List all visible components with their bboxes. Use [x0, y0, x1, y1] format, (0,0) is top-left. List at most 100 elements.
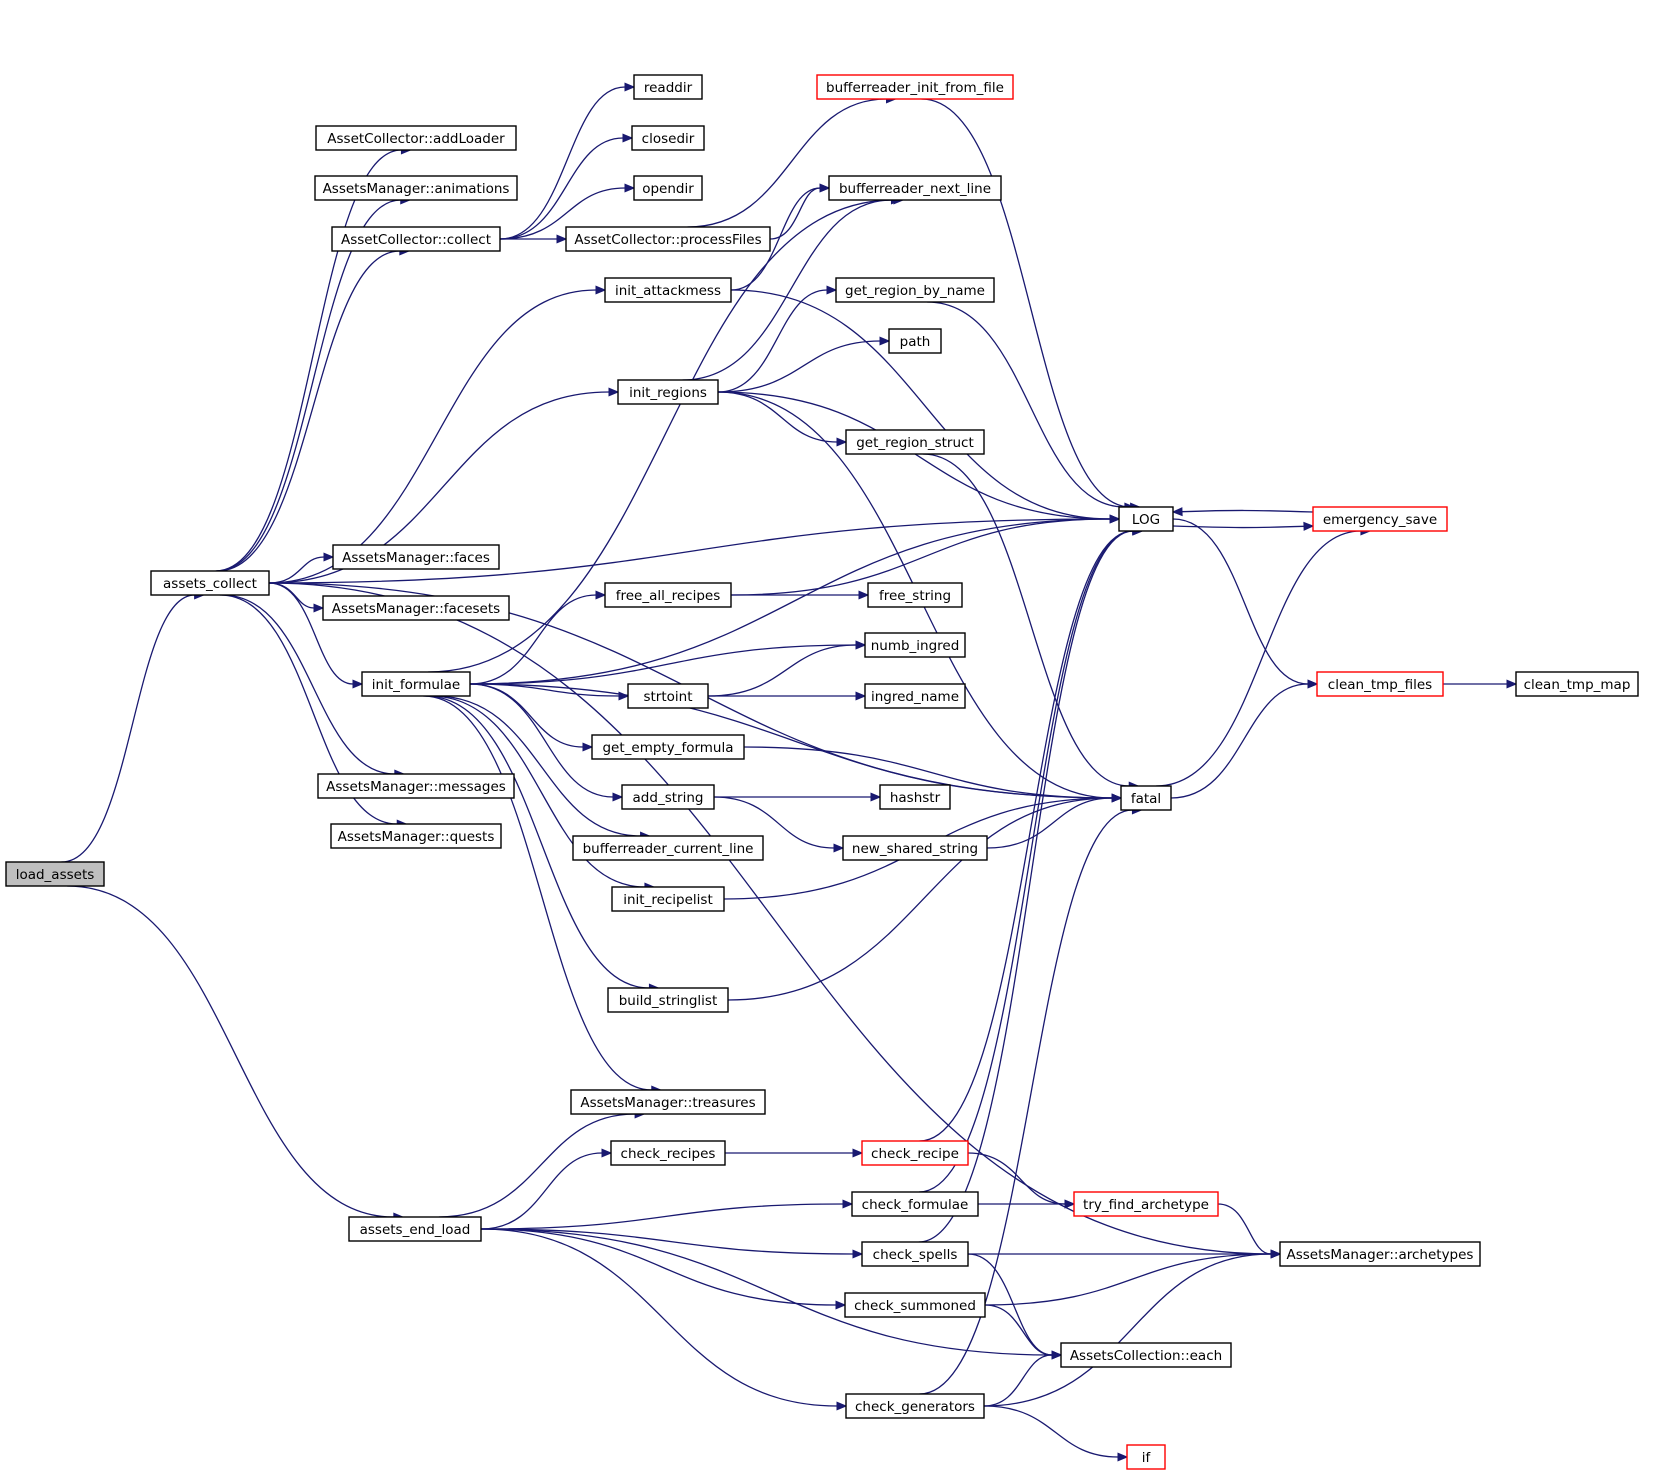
node-box-strtoint[interactable] — [627, 683, 709, 709]
node-box-numb_ingred[interactable] — [864, 632, 966, 658]
node-LOG[interactable]: LOG — [1118, 506, 1174, 532]
node-strtoint[interactable]: strtoint — [627, 683, 709, 709]
node-bufferreader_next_line[interactable]: bufferreader_next_line — [828, 175, 1002, 201]
node-readdir[interactable]: readdir — [633, 74, 703, 100]
node-box-init_regions[interactable] — [617, 379, 719, 405]
node-processFiles[interactable]: AssetCollector::processFiles — [565, 226, 771, 252]
node-get_empty_formula[interactable]: get_empty_formula — [591, 734, 745, 760]
node-box-each[interactable] — [1060, 1342, 1232, 1368]
node-box-assets_end_load[interactable] — [348, 1216, 482, 1242]
node-get_region_struct[interactable]: get_region_struct — [845, 429, 985, 455]
node-box-check_summoned[interactable] — [844, 1292, 986, 1318]
node-box-check_recipe[interactable] — [861, 1140, 969, 1166]
node-box-animations[interactable] — [314, 175, 518, 201]
node-check_spells[interactable]: check_spells — [861, 1241, 969, 1267]
node-box-facesets[interactable] — [322, 595, 510, 621]
node-box-free_all_recipes[interactable] — [604, 582, 732, 608]
node-load_assets[interactable]: load_assets — [5, 861, 105, 887]
node-check_formulae[interactable]: check_formulae — [851, 1191, 979, 1217]
node-addLoader[interactable]: AssetCollector::addLoader — [315, 125, 517, 151]
node-collect[interactable]: AssetCollector::collect — [331, 226, 501, 252]
node-box-clean_tmp_map[interactable] — [1515, 671, 1639, 697]
node-box-check_spells[interactable] — [861, 1241, 969, 1267]
node-path[interactable]: path — [888, 328, 942, 354]
node-get_region_by_name[interactable]: get_region_by_name — [835, 277, 995, 303]
node-box-get_region_struct[interactable] — [845, 429, 985, 455]
node-check_recipes[interactable]: check_recipes — [610, 1140, 726, 1166]
node-box-check_formulae[interactable] — [851, 1191, 979, 1217]
node-clean_tmp_files[interactable]: clean_tmp_files — [1316, 671, 1444, 697]
node-box-opendir[interactable] — [633, 175, 703, 201]
node-animations[interactable]: AssetsManager::animations — [314, 175, 518, 201]
node-assets_end_load[interactable]: assets_end_load — [348, 1216, 482, 1242]
node-ingred_name[interactable]: ingred_name — [864, 683, 966, 709]
node-box-ingred_name[interactable] — [864, 683, 966, 709]
node-check_summoned[interactable]: check_summoned — [844, 1292, 986, 1318]
node-box-faces[interactable] — [332, 544, 500, 570]
node-box-hashstr[interactable] — [879, 784, 951, 810]
node-box-add_string[interactable] — [621, 784, 715, 810]
node-box-quests[interactable] — [330, 823, 502, 849]
node-box-bufferreader_next_line[interactable] — [828, 175, 1002, 201]
node-facesets[interactable]: AssetsManager::facesets — [322, 595, 510, 621]
node-box-readdir[interactable] — [633, 74, 703, 100]
node-emergency_save[interactable]: emergency_save — [1312, 506, 1448, 532]
node-init_recipelist[interactable]: init_recipelist — [611, 886, 725, 912]
node-hashstr[interactable]: hashstr — [879, 784, 951, 810]
node-box-bufferreader_init_from_file[interactable] — [816, 74, 1014, 100]
node-assets_collect[interactable]: assets_collect — [150, 570, 270, 596]
node-box-messages[interactable] — [317, 773, 515, 799]
node-box-free_string[interactable] — [867, 582, 963, 608]
node-try_find_archetype[interactable]: try_find_archetype — [1073, 1191, 1219, 1217]
node-box-emergency_save[interactable] — [1312, 506, 1448, 532]
node-check_generators[interactable]: check_generators — [845, 1393, 985, 1419]
node-opendir[interactable]: opendir — [633, 175, 703, 201]
node-box-init_recipelist[interactable] — [611, 886, 725, 912]
node-box-load_assets[interactable] — [5, 861, 105, 887]
node-quests[interactable]: AssetsManager::quests — [330, 823, 502, 849]
node-box-clean_tmp_files[interactable] — [1316, 671, 1444, 697]
node-free_string[interactable]: free_string — [867, 582, 963, 608]
node-init_formulae[interactable]: init_formulae — [361, 671, 471, 697]
node-box-archetypes[interactable] — [1279, 1241, 1481, 1267]
node-box-assets_collect[interactable] — [150, 570, 270, 596]
node-check_recipe[interactable]: check_recipe — [861, 1140, 969, 1166]
node-add_string[interactable]: add_string — [621, 784, 715, 810]
node-treasures[interactable]: AssetsManager::treasures — [570, 1089, 766, 1115]
node-free_all_recipes[interactable]: free_all_recipes — [604, 582, 732, 608]
node-build_stringlist[interactable]: build_stringlist — [607, 987, 729, 1013]
node-box-if[interactable] — [1126, 1444, 1166, 1470]
node-box-path[interactable] — [888, 328, 942, 354]
node-closedir[interactable]: closedir — [631, 125, 705, 151]
node-box-build_stringlist[interactable] — [607, 987, 729, 1013]
node-box-processFiles[interactable] — [565, 226, 771, 252]
node-bufferreader_current_line[interactable]: bufferreader_current_line — [572, 835, 764, 861]
node-box-get_empty_formula[interactable] — [591, 734, 745, 760]
node-box-closedir[interactable] — [631, 125, 705, 151]
node-box-new_shared_string[interactable] — [842, 835, 988, 861]
node-box-init_attackmess[interactable] — [604, 277, 732, 303]
node-box-collect[interactable] — [331, 226, 501, 252]
node-bufferreader_init_from_file[interactable]: bufferreader_init_from_file — [816, 74, 1014, 100]
node-faces[interactable]: AssetsManager::faces — [332, 544, 500, 570]
node-box-treasures[interactable] — [570, 1089, 766, 1115]
node-box-check_generators[interactable] — [845, 1393, 985, 1419]
node-init_regions[interactable]: init_regions — [617, 379, 719, 405]
node-archetypes[interactable]: AssetsManager::archetypes — [1279, 1241, 1481, 1267]
node-box-bufferreader_current_line[interactable] — [572, 835, 764, 861]
node-each[interactable]: AssetsCollection::each — [1060, 1342, 1232, 1368]
node-box-get_region_by_name[interactable] — [835, 277, 995, 303]
node-messages[interactable]: AssetsManager::messages — [317, 773, 515, 799]
node-box-LOG[interactable] — [1118, 506, 1174, 532]
node-numb_ingred[interactable]: numb_ingred — [864, 632, 966, 658]
node-box-try_find_archetype[interactable] — [1073, 1191, 1219, 1217]
node-init_attackmess[interactable]: init_attackmess — [604, 277, 732, 303]
node-box-init_formulae[interactable] — [361, 671, 471, 697]
node-box-check_recipes[interactable] — [610, 1140, 726, 1166]
node-box-addLoader[interactable] — [315, 125, 517, 151]
node-fatal[interactable]: fatal — [1120, 785, 1172, 811]
node-if[interactable]: if — [1126, 1444, 1166, 1470]
node-clean_tmp_map[interactable]: clean_tmp_map — [1515, 671, 1639, 697]
node-box-fatal[interactable] — [1120, 785, 1172, 811]
node-new_shared_string[interactable]: new_shared_string — [842, 835, 988, 861]
